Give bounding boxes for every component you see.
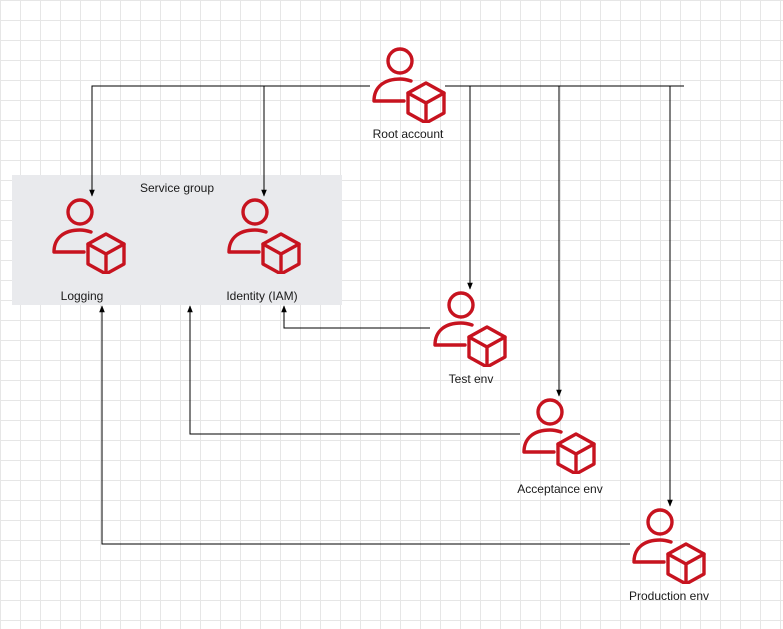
acceptance-env-label: Acceptance env xyxy=(517,482,603,496)
logging-label: Logging xyxy=(60,289,104,303)
edge-root-to-test xyxy=(445,85,473,290)
identity-account-icon[interactable] xyxy=(223,194,303,274)
production-env-account-icon[interactable] xyxy=(628,504,708,584)
service-group-label: Service group xyxy=(139,181,215,195)
service-group-container[interactable] xyxy=(12,175,342,305)
test-env-label: Test env xyxy=(448,372,494,386)
identity-label: Identity (IAM) xyxy=(226,289,298,303)
edge-test-to-identity xyxy=(281,305,430,329)
production-env-label: Production env xyxy=(628,589,710,603)
acceptance-env-account-icon[interactable] xyxy=(518,394,598,474)
root-account-label: Root account xyxy=(372,127,444,141)
logging-account-icon[interactable] xyxy=(48,194,128,274)
root-account-icon[interactable] xyxy=(368,43,448,123)
test-env-account-icon[interactable] xyxy=(429,287,509,367)
edge-root-to-logging xyxy=(89,85,370,197)
edge-production-to-logging xyxy=(99,305,630,545)
edge-acceptance-to-group xyxy=(187,305,520,435)
